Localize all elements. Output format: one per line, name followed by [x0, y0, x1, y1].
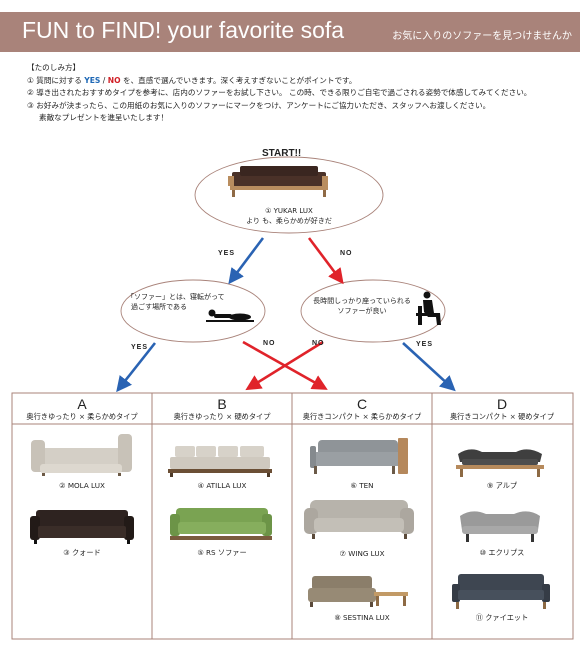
yes-label-q3: YES: [416, 341, 434, 348]
sofa-name-mola-lux: ② MOLA LUX: [59, 481, 105, 490]
column-c-letter: C: [356, 396, 368, 412]
question-2-text: 「ソファー」とは、寝転がって 過ごす場所である: [127, 292, 227, 312]
arrow-q2-no: [242, 340, 328, 390]
column-b-desc: 奥行きゆったり × 硬めタイプ: [173, 412, 271, 421]
question-1-text: ① YUKAR LUX より も、柔らかめが好きだ: [239, 206, 339, 226]
column-d-desc: 奥行きコンパクト × 硬めタイプ: [449, 412, 555, 421]
column-c-header: C 奥行きコンパクト × 柔らかめタイプ: [293, 396, 431, 422]
step1-text-a: ① 質問に対する: [27, 75, 85, 85]
no-label-q3: NO: [312, 340, 325, 347]
sofa-name-alp: ⑨ アルプ: [486, 481, 518, 490]
column-b-letter: B: [217, 396, 227, 412]
question-2-line1: 「ソファー」とは、寝転がって: [127, 293, 225, 301]
sitting-person-silhouette: [416, 291, 441, 325]
question-2-ellipse: [120, 279, 266, 343]
step1-yes: YES: [84, 75, 101, 85]
step1-text-b: を、直感で選んでいきます。深く考えすぎないことがポイントです。: [120, 75, 357, 85]
sofa-name-atilla-lux: ④ ATILLA LUX: [197, 481, 247, 490]
arrow-q3-yes: [402, 342, 456, 392]
lying-person-silhouette: [206, 309, 254, 322]
column-d-letter: D: [496, 396, 508, 412]
column-c-desc: 奥行きコンパクト × 柔らかめタイプ: [302, 412, 422, 421]
sestina-lux-sofa-image: [308, 576, 408, 607]
question-3-line2: ソファーが良い: [337, 307, 387, 315]
sofa-name-eclipse: ⑩ エクリプス: [479, 548, 525, 557]
step1-sep: /: [100, 75, 108, 85]
no-label-q2: NO: [263, 340, 276, 347]
sofa-name-quiet: ⑪ クァイエット: [475, 613, 529, 622]
column-a-letter: A: [77, 396, 87, 412]
instruction-step-1: ① 質問に対する YES / NO を、直感で選んでいきます。深く考えすぎないこ…: [27, 75, 531, 88]
rs-sofa-image: [170, 508, 272, 540]
column-d-header: D 奥行きコンパクト × 硬めタイプ: [433, 396, 571, 422]
question-1-line2: より も、柔らかめが好きだ: [246, 217, 332, 225]
question-3-ellipse: [300, 279, 446, 343]
column-a-desc: 奥行きゆったり × 柔らかめタイプ: [26, 412, 138, 421]
atilla-lux-sofa-image: [168, 446, 272, 477]
sofa-name-rs-sofa: ⑤ RS ソファー: [197, 548, 247, 557]
sofa-name-quod: ③ クォード: [63, 548, 101, 557]
eclipse-sofa-image: [460, 511, 540, 542]
column-b-header: B 奥行きゆったり × 硬めタイプ: [153, 396, 291, 422]
ten-sofa-image: [310, 438, 408, 474]
question-3-text: 長時間しっかり座っていられる ソファーが良い: [312, 296, 412, 316]
alp-sofa-image: [456, 449, 544, 477]
instructions: 【たのしみ方】 ① 質問に対する YES / NO を、直感で選んでいきます。深…: [27, 62, 531, 125]
sofa-name-wing-lux: ⑦ WING LUX: [339, 549, 385, 558]
question-2-line2: 過ごす場所である: [131, 303, 187, 311]
quiet-sofa-image: [452, 574, 550, 609]
instruction-step-3: ③ お好みが決まったら、この用紙のお気に入りのソファーにマークをつけ、アンケート…: [27, 100, 491, 110]
no-label-q1: NO: [340, 250, 353, 257]
page-subtitle: お気に入りのソファーを見つけませんか: [392, 31, 572, 42]
arrow-q1-yes: [228, 237, 265, 285]
step1-no: NO: [107, 75, 121, 85]
arrow-q1-no: [307, 237, 344, 285]
start-label: START!!: [262, 148, 302, 159]
arrow-q2-yes: [116, 342, 157, 393]
yes-label-q1: YES: [218, 250, 236, 257]
question-1-line1: ① YUKAR LUX: [265, 207, 313, 215]
instruction-step-2: ② 導き出されたおすすめタイプを参考に、店内のソファーをお試し下さい。 この時、…: [27, 88, 532, 98]
quod-sofa-image: [30, 510, 134, 544]
arrow-q3-no: [245, 340, 324, 391]
yukar-lux-sofa-image: [228, 166, 328, 197]
sofa-name-sestina-lux: ⑧ SESTINA LUX: [334, 613, 390, 622]
wing-lux-sofa-image: [304, 500, 414, 539]
sofa-name-ten: ⑥ TEN: [350, 481, 374, 490]
instructions-heading: 【たのしみ方】: [27, 63, 81, 72]
yes-label-q2: YES: [131, 344, 149, 351]
instruction-step-4: 素敵なプレゼントを進呈いたします！: [39, 113, 169, 123]
column-a-header: A 奥行きゆったり × 柔らかめタイプ: [13, 396, 151, 422]
mola-lux-sofa-image: [31, 434, 132, 476]
header-banner: FUN to FIND! your favorite sofa お気に入りのソフ…: [0, 12, 580, 52]
question-3-line1: 長時間しっかり座っていられる: [313, 297, 411, 305]
page-title: FUN to FIND! your favorite sofa: [22, 17, 345, 43]
